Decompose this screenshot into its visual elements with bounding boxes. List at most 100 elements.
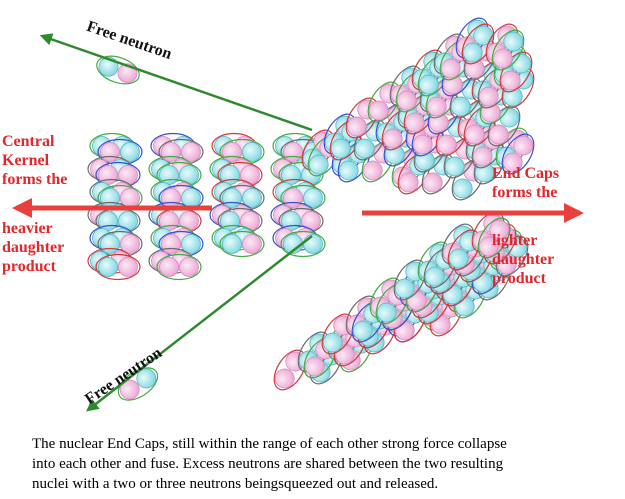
neutron: [473, 25, 494, 46]
neutron: [424, 266, 445, 287]
nucleon-pair: [117, 367, 159, 401]
lighter-line-2: daughter: [492, 251, 555, 268]
neutron: [222, 188, 242, 208]
nucleon-pair: [95, 253, 141, 281]
end-caps-line-1: End Caps: [492, 165, 560, 182]
proton: [464, 124, 485, 145]
free-neutron-arrow-bottom: [86, 235, 313, 412]
nucleon-pair: [491, 29, 525, 71]
neutron: [444, 156, 465, 177]
nucleon-pair: [156, 253, 202, 281]
neutron: [330, 138, 351, 159]
lighter-line-3: product: [492, 270, 546, 287]
proton: [436, 134, 457, 155]
proton: [242, 234, 262, 254]
neutron: [338, 160, 359, 181]
neutron: [448, 248, 469, 269]
proton: [159, 257, 179, 277]
proton: [412, 134, 433, 155]
proton: [222, 142, 242, 162]
nucleon-pair: [367, 81, 401, 123]
neutron: [354, 138, 375, 159]
lower-end-cap-nucleons: [273, 211, 529, 391]
proton: [301, 211, 321, 231]
proton: [398, 172, 419, 193]
neutron: [136, 368, 157, 389]
neutron: [242, 188, 262, 208]
neutron: [303, 188, 323, 208]
neutron: [394, 278, 415, 299]
proton: [118, 257, 138, 277]
heavier-product-label: heavier daughter product: [2, 219, 64, 276]
lighter-product-label: lighter daughter product: [492, 231, 554, 288]
fission-diagram: [12, 17, 584, 412]
neutron: [242, 142, 262, 162]
neutron: [118, 211, 138, 231]
heavier-line-2: daughter: [2, 239, 65, 256]
upper-end-cap-nucleons: [301, 17, 535, 201]
neutron: [181, 234, 201, 254]
nucleon-pair: [501, 133, 535, 175]
proton: [120, 234, 140, 254]
neutron: [376, 302, 397, 323]
caption: The nuclear End Caps, still within the r…: [32, 434, 622, 494]
caption-line-1: The nuclear End Caps, still within the r…: [32, 436, 507, 452]
proton: [382, 128, 403, 149]
proton: [404, 112, 425, 133]
proton: [179, 211, 199, 231]
proton: [118, 165, 138, 185]
neutron: [120, 142, 140, 162]
proton: [426, 96, 447, 117]
free-neutron-pairs: [96, 55, 159, 401]
nucleon-pair: [461, 23, 495, 65]
nucleon-pair: [280, 184, 326, 212]
neutron: [303, 234, 323, 254]
neutron: [98, 257, 118, 277]
neutron: [352, 320, 373, 341]
proton: [492, 48, 513, 69]
end-caps-line-2: forms the: [492, 184, 558, 201]
proton: [240, 211, 260, 231]
nucleon-pair: [219, 230, 265, 258]
proton: [502, 152, 523, 173]
proton: [100, 142, 120, 162]
lighter-line-1: lighter: [492, 232, 538, 249]
nucleon-pair: [477, 217, 511, 259]
proton: [179, 257, 199, 277]
central-kernel-line-2: Kernel: [2, 152, 50, 169]
proton: [161, 188, 181, 208]
proton: [500, 70, 521, 91]
proton: [422, 172, 443, 193]
proton: [396, 90, 417, 111]
neutron: [450, 96, 471, 117]
caption-line-3: nuclei with a two or three neutrons bein…: [32, 476, 439, 492]
heavier-line-1: heavier: [2, 220, 53, 237]
proton: [346, 116, 367, 137]
proton: [488, 124, 509, 145]
proton: [181, 142, 201, 162]
neutron: [503, 31, 524, 52]
proton: [440, 58, 461, 79]
proton: [478, 86, 499, 107]
proton: [513, 135, 534, 156]
proton: [161, 142, 181, 162]
proton: [304, 356, 325, 377]
heavier-line-3: product: [2, 258, 56, 275]
end-caps-label: End Caps forms the: [492, 164, 559, 202]
neutron: [308, 154, 329, 175]
proton: [240, 165, 260, 185]
central-kernel-line-1: Central: [2, 133, 55, 150]
proton: [274, 368, 295, 389]
neutron: [322, 332, 343, 353]
proton: [362, 160, 383, 181]
proton: [489, 219, 510, 240]
proton: [368, 100, 389, 121]
neutron: [418, 74, 439, 95]
proton: [283, 142, 303, 162]
neutron: [452, 178, 473, 199]
neutron: [179, 165, 199, 185]
proton: [161, 234, 181, 254]
central-kernel-line-3: forms the: [2, 171, 68, 188]
proton: [472, 146, 493, 167]
caption-line-2: into each other and fuse. Excess neutron…: [32, 456, 504, 472]
